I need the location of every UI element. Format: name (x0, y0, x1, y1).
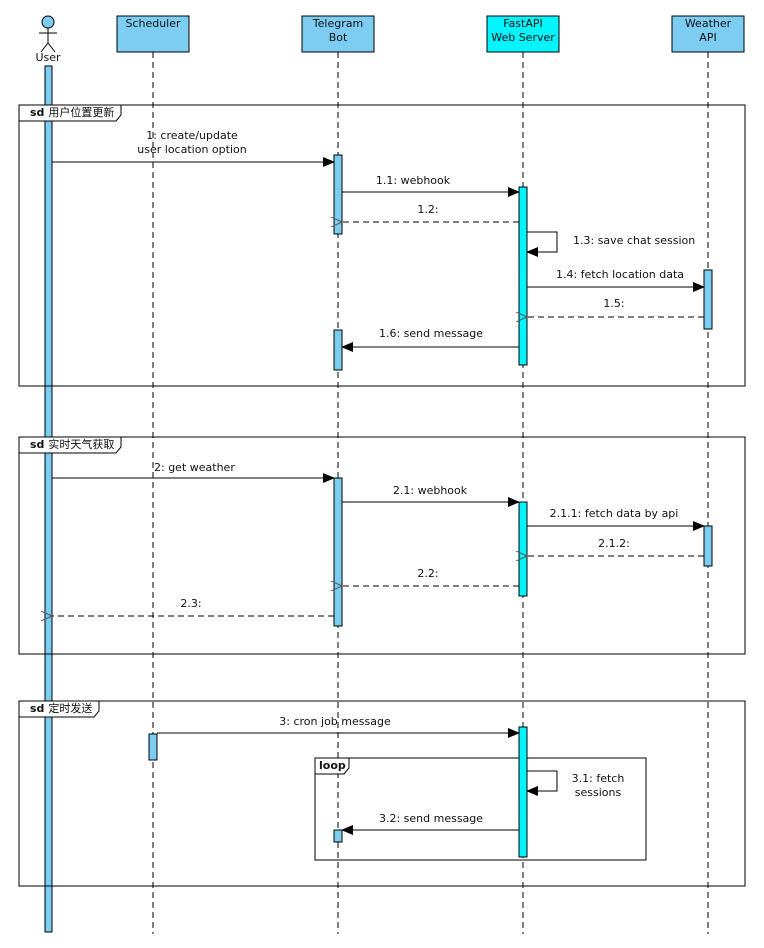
message-1[interactable]: 1: create/update user location option (52, 129, 335, 167)
frame-keyword: sd (30, 106, 44, 119)
message-1-6[interactable]: 1.6: send message (341, 327, 519, 352)
frame-title: 定时发送 (48, 701, 92, 715)
message-label: 2.3: (180, 597, 201, 610)
message-3[interactable]: 3: cron job message (157, 715, 520, 738)
frame-tab (18, 104, 122, 122)
participant-fastapi-web-server[interactable]: FastAPI Web Server (486, 15, 560, 53)
participant-label: Bot (329, 31, 348, 44)
activation-user (44, 65, 53, 933)
activation-telegram (333, 154, 343, 235)
frame-keyword: sd (30, 438, 44, 451)
message-3-1[interactable]: 3.1: fetch sessions (526, 770, 625, 799)
fragment-tab (314, 757, 350, 775)
frame-title: 用户位置更新 (48, 105, 114, 119)
participant-label: Scheduler (125, 17, 181, 30)
message-1-2[interactable]: 1.2: (342, 203, 519, 222)
activation-telegram (333, 477, 343, 627)
activation-telegram (333, 329, 343, 371)
activation-fastapi (518, 186, 528, 366)
activation-telegram (333, 829, 343, 843)
activation-scheduler (148, 733, 158, 761)
message-label: 1.6: send message (379, 327, 483, 340)
participant-label: Telegram (312, 17, 363, 30)
participant-label: Web Server (491, 31, 555, 44)
message-3-2[interactable]: 3.2: send message (341, 812, 519, 835)
message-label: 1.2: (417, 203, 438, 216)
message-2-1-2[interactable]: 2.1.2: (527, 537, 704, 556)
actor-leg-right-icon (47, 42, 56, 53)
message-1-3[interactable]: 1.3: save chat session (526, 231, 695, 257)
activation-fastapi (518, 726, 528, 858)
message-2[interactable]: 2: get weather (52, 461, 335, 483)
message-2-1-1[interactable]: 2.1.1: fetch data by api (527, 507, 705, 531)
participant-telegram-bot[interactable]: Telegram Bot (301, 15, 375, 53)
message-label: 3.1: fetch (572, 772, 625, 785)
frame-title: 实时天气获取 (48, 437, 114, 451)
activation-weather (703, 525, 713, 567)
message-label: user location option (137, 143, 246, 156)
activation-fastapi (518, 501, 528, 597)
message-label: sessions (575, 786, 622, 799)
actor-head-icon (41, 15, 55, 29)
message-1-4[interactable]: 1.4: fetch location data (527, 268, 705, 292)
participant-label: FastAPI (503, 17, 543, 30)
frame-keyword: sd (30, 702, 44, 715)
participant-weather-api[interactable]: Weather API (671, 15, 745, 53)
fragment-operator: loop (319, 759, 346, 772)
participant-label: API (699, 31, 716, 44)
frame-realtime-weather: sd 实时天气获取 (18, 436, 746, 655)
activation-weather (703, 269, 713, 330)
message-label: 1: create/update (146, 129, 238, 142)
message-2-2[interactable]: 2.2: (342, 567, 519, 586)
participant-user[interactable]: User (35, 15, 61, 64)
message-label: 2: get weather (154, 461, 235, 474)
frame-tab (18, 700, 100, 718)
actor-leg-left-icon (40, 42, 49, 53)
frame-user-location-update: sd 用户位置更新 (18, 104, 746, 387)
message-2-1[interactable]: 2.1: webhook (342, 484, 520, 507)
message-label: 1.5: (603, 297, 624, 310)
message-label: 2.1.2: (598, 537, 630, 550)
participant-label: Weather (685, 17, 732, 30)
participant-label: User (35, 51, 61, 64)
message-label: 2.2: (417, 567, 438, 580)
message-label: 2.1: webhook (393, 484, 468, 497)
frame-scheduled-send: sd 定时发送 (18, 700, 746, 887)
message-label: 1.3: save chat session (573, 234, 695, 247)
message-label: 1.4: fetch location data (556, 268, 684, 281)
participant-scheduler[interactable]: Scheduler (116, 15, 190, 53)
message-2-3[interactable]: 2.3: (52, 597, 334, 616)
message-label: 1.1: webhook (376, 174, 451, 187)
message-1-5[interactable]: 1.5: (527, 297, 704, 317)
message-label: 3: cron job message (279, 715, 391, 728)
message-label: 3.2: send message (379, 812, 483, 825)
message-1-1[interactable]: 1.1: webhook (342, 174, 520, 197)
message-label: 2.1.1: fetch data by api (550, 507, 679, 520)
fragment-loop: loop (314, 757, 647, 861)
frame-tab (18, 436, 122, 454)
